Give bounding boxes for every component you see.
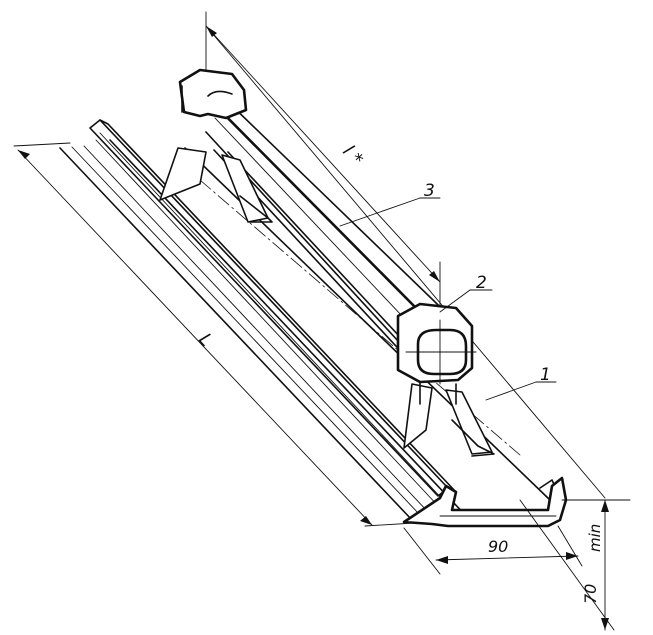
dim-L-arrow-bottom [360,516,372,525]
dim-90-arrow-left [436,556,448,564]
callouts [339,197,557,401]
base-outer-edge-line [205,25,606,499]
dim-l-star-label: l * [338,141,367,170]
left-wall-inner-line-2 [95,139,441,509]
dim-lstar-line [205,25,441,283]
dimension-l-star [205,11,441,323]
callout-3-leader [339,197,421,227]
dim-70-arrow-bottom [601,618,609,630]
dim-70-label: 70 [581,584,600,604]
far-support-leg-left [159,147,207,201]
dim-70-guide [519,499,615,631]
rail-top-right-edge [225,99,463,329]
support-front [396,302,495,457]
far-support-clip [239,195,273,223]
dimension-90 [403,525,583,575]
support-far [159,68,273,223]
base-plate [59,119,568,528]
far-support-block [178,68,248,120]
far-support-curve [207,90,233,97]
dim-min-label: min [586,524,604,552]
front-support-web [419,381,457,405]
dim-90-ext-left [403,527,441,575]
dim-L-line [17,149,373,526]
base-surface-line-1 [71,146,421,516]
dim-70-arrow-top [601,500,609,512]
rail-top-edge [203,93,420,312]
dim-L-ext-top [13,142,71,147]
callout-1-label: 1 [540,365,551,385]
dimension-L [13,142,431,527]
left-wall-inner-line [99,132,446,503]
callout-3-label: 3 [424,181,435,201]
front-support-clip [451,419,495,457]
rail-mid-line [214,117,421,336]
front-support-leg-left [403,383,433,449]
callout-2-label: 2 [476,273,487,293]
base-mid-line [109,139,471,521]
dim-90-arrow-right [566,552,578,560]
dim-L-arrow-top [18,150,30,159]
base-left-edge [59,147,413,521]
callout-2-leader [439,289,471,313]
dim-lstar-arrow-bottom [429,271,440,282]
center-axis-line [199,179,521,456]
dim-90-label: 90 [488,537,508,556]
base-end-section [402,476,568,528]
dim-90-line [435,555,579,561]
callout-1-leader [485,381,537,401]
dim-L-label: L [194,329,216,351]
dim-90-ext-right [557,525,583,567]
dimension-70-min [519,499,631,631]
base-surface-line-2 [83,145,429,513]
